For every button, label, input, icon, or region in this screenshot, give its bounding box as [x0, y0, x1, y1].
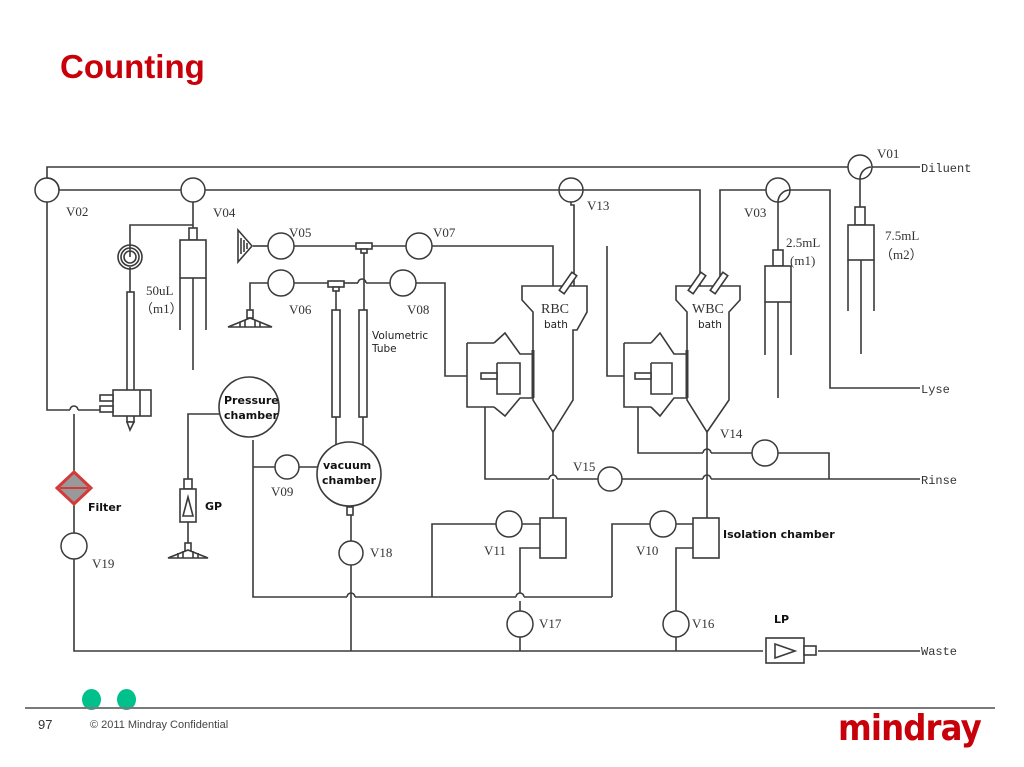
- label-v01: V01: [877, 146, 899, 161]
- tube-label: Tube: [371, 343, 397, 355]
- label-v05: V05: [289, 225, 311, 240]
- label-v18: V18: [370, 545, 392, 560]
- wbc-bath-label: bath: [698, 319, 722, 331]
- syringe-50ul-tag: （m1）: [140, 301, 183, 316]
- rbc-bath: [466, 271, 588, 434]
- syringe-labels: 50uL （m1） 2.5mL (m1) 7.5mL （m2）: [140, 228, 923, 316]
- filter-icon: [54, 469, 94, 507]
- volumetric-label: Volumetric: [372, 330, 428, 342]
- slide-title: Counting: [60, 48, 205, 85]
- decorative-dot-2: [117, 689, 136, 710]
- label-v14: V14: [720, 426, 743, 441]
- decorative-dot-1: [82, 689, 101, 710]
- port-rinse: Rinse: [921, 474, 957, 488]
- wbc-label: WBC: [692, 302, 724, 317]
- sample-coil: [117, 244, 143, 270]
- mindray-logo: mindray: [838, 708, 982, 749]
- valve-v04: [180, 177, 206, 203]
- label-v13: V13: [587, 198, 609, 213]
- syringe-7-5ml: [847, 179, 875, 354]
- lp-label: LP: [774, 613, 789, 626]
- valve-v10: [649, 510, 677, 538]
- port-lyse: Lyse: [921, 383, 950, 397]
- valve-v08: [389, 269, 417, 297]
- vacuum-label: vacuum: [323, 459, 371, 472]
- port-labels: Diluent Lyse Rinse Waste: [921, 162, 971, 659]
- gp-label: GP: [205, 500, 222, 513]
- syringe-25ml-volume: 2.5mL: [786, 235, 820, 250]
- label-v15: V15: [573, 459, 595, 474]
- label-v02: V02: [66, 204, 88, 219]
- component-labels: RBC bath WBC bath Volumetric Tube Pressu…: [88, 302, 835, 626]
- label-v09: V09: [271, 484, 293, 499]
- isolation-chamber-rbc: [539, 517, 567, 559]
- label-v08: V08: [407, 302, 429, 317]
- syringe-2-5ml: [764, 202, 792, 398]
- vent-v05: [237, 227, 254, 265]
- vacuum-chamber: [316, 441, 382, 507]
- syringe-25ml-tag: (m1): [790, 253, 815, 268]
- vent-gp: [167, 542, 209, 559]
- page-number: 97: [38, 717, 53, 732]
- valve-v14: [751, 439, 779, 467]
- valve-v06: [267, 269, 295, 297]
- isolation-chamber-wbc: [692, 517, 720, 559]
- wbc-bath: [623, 271, 741, 434]
- vacuum-chamber-label: chamber: [322, 474, 377, 487]
- tee-connectors: [327, 242, 373, 292]
- valve-v15: [597, 466, 623, 492]
- isolation-chamber-label: Isolation chamber: [723, 528, 835, 541]
- pressure-chamber: [218, 376, 280, 438]
- label-v17: V17: [539, 616, 562, 631]
- label-v11: V11: [484, 543, 506, 558]
- label-v04: V04: [213, 205, 236, 220]
- pressure-chamber-label: chamber: [224, 409, 279, 422]
- syringe-75ml-volume: 7.5mL: [885, 228, 919, 243]
- syringe-50ul: [179, 227, 207, 370]
- filter-label: Filter: [88, 501, 122, 514]
- valve-v11: [495, 510, 523, 538]
- label-v19: V19: [92, 556, 114, 571]
- port-waste: Waste: [921, 645, 957, 659]
- rbc-label: RBC: [541, 302, 569, 317]
- valve-v17: [506, 610, 534, 638]
- liquid-pump-lp: [765, 637, 817, 664]
- valve-v07: [405, 232, 433, 260]
- valve-v19: [60, 532, 88, 560]
- rbc-bath-label: bath: [544, 319, 568, 331]
- sample-probe: [99, 291, 152, 432]
- label-v06: V06: [289, 302, 312, 317]
- port-diluent: Diluent: [921, 162, 971, 176]
- label-v16: V16: [692, 616, 715, 631]
- vent-v06: [227, 309, 273, 328]
- footer-divider: [25, 707, 995, 709]
- volumetric-tube: [331, 309, 368, 445]
- label-v03: V03: [744, 205, 766, 220]
- gas-pump-gp: [179, 478, 197, 523]
- label-v07: V07: [433, 225, 456, 240]
- valve-v16: [662, 610, 690, 638]
- valve-v18: [338, 540, 364, 566]
- label-v10: V10: [636, 543, 658, 558]
- copyright-text: © 2011 Mindray Confidential: [90, 719, 229, 731]
- valve-v09: [274, 454, 300, 480]
- pressure-label: Pressure: [224, 394, 279, 407]
- valve-labels: V01 V02 V03 V04 V05 V06 V07 V08 V09 V10 …: [66, 146, 899, 631]
- syringe-50ul-volume: 50uL: [146, 283, 174, 298]
- valve-v05: [267, 232, 295, 260]
- valves: [34, 154, 873, 638]
- syringe-75ml-tag: （m2）: [880, 247, 923, 262]
